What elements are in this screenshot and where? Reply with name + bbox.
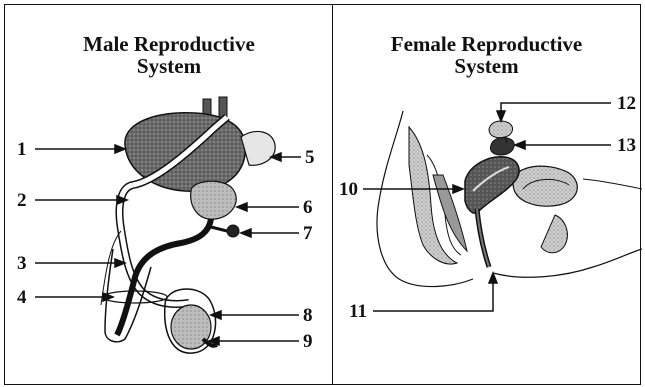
label-12: 12	[617, 94, 636, 113]
label-2: 2	[17, 191, 27, 210]
label-7: 7	[303, 224, 313, 243]
label-1: 1	[17, 140, 27, 159]
label-5: 5	[305, 148, 315, 167]
label-10: 10	[339, 180, 358, 199]
label-4: 4	[17, 288, 27, 307]
label-8: 8	[303, 306, 313, 325]
male-anatomy-drawing	[5, 5, 335, 386]
label-3: 3	[17, 254, 27, 273]
label-11: 11	[349, 302, 367, 321]
female-panel: Female Reproductive System	[332, 4, 641, 385]
male-panel: Male Reproductive System	[4, 4, 334, 385]
female-anatomy-drawing	[333, 5, 642, 386]
label-9: 9	[303, 332, 313, 351]
label-6: 6	[303, 198, 313, 217]
label-13: 13	[617, 136, 636, 155]
